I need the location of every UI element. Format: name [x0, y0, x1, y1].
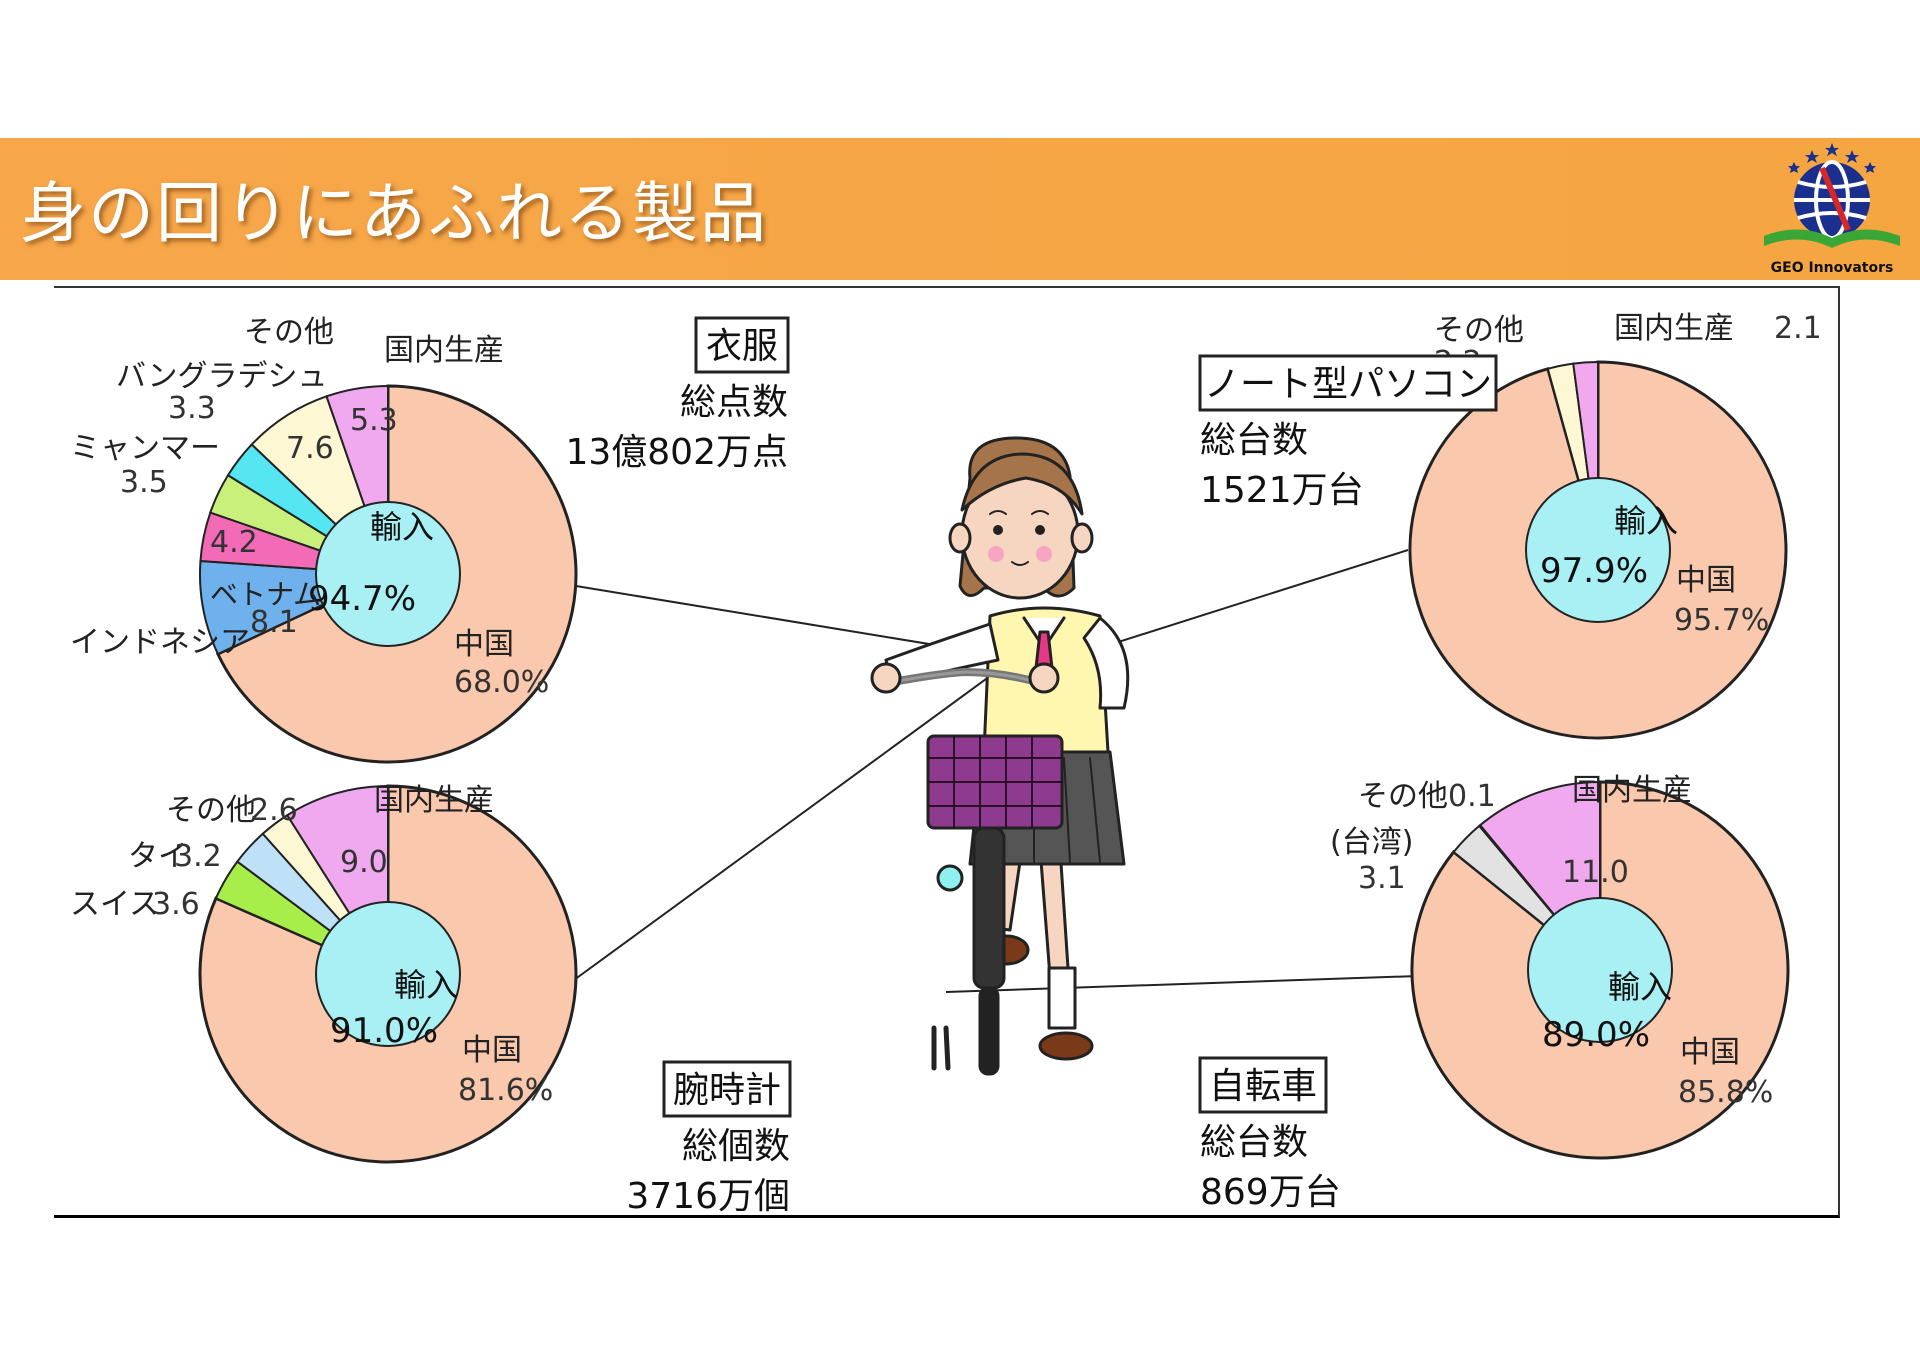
slice-value-label: 2.6 — [250, 793, 298, 828]
inner-label: 輸入 — [394, 966, 458, 1004]
slice-label: その他 — [1358, 779, 1448, 814]
total-label: 総台数 — [1200, 1122, 1308, 1163]
slice-label: 国内生産 — [384, 333, 504, 368]
slice-value-label: 4.2 — [210, 525, 258, 560]
product-title: 自転車 — [1209, 1066, 1317, 1107]
slice-label: 中国 — [1676, 563, 1736, 598]
total-value: 3716万個 — [626, 1176, 790, 1217]
slice-label: 中国 — [462, 1033, 522, 1068]
product-title: 衣服 — [706, 326, 778, 367]
inner-label: 輸入 — [1608, 968, 1672, 1006]
total-label: 総台数 — [1200, 420, 1308, 461]
pie-charts: 輸入94.7%中国68.0%ベトナム8.14.2インドネシアミャンマー3.5バン… — [70, 311, 1822, 1217]
slice-label: 中国 — [1680, 1035, 1740, 1070]
slice-value-label: 2.1 — [1774, 311, 1822, 346]
slice-value-label: 81.6% — [458, 1073, 553, 1108]
slice-label: タイ — [128, 839, 188, 874]
inner-value: 94.7% — [308, 579, 416, 619]
slice-value-label: 11.0 — [1562, 855, 1629, 890]
inner-label: 輸入 — [1614, 502, 1678, 540]
inner-label: 輸入 — [370, 508, 434, 546]
total-label: 総個数 — [682, 1126, 790, 1167]
slice-label: インドネシア — [70, 625, 250, 660]
slice-label: (台湾) — [1330, 825, 1413, 860]
slice-label: その他 — [1434, 313, 1524, 348]
pie-chart-2: 輸入97.9%中国95.7%その他2.2国内生産2.1ノート型パソコン総台数15… — [1198, 311, 1822, 740]
slice-label: 国内生産 — [1614, 311, 1734, 346]
slice-value-label: 68.0% — [454, 665, 549, 700]
total-value: 13億802万点 — [565, 432, 788, 473]
inner-value: 97.9% — [1540, 551, 1648, 591]
slice-label: スイス — [70, 887, 159, 922]
slice-label: 国内生産 — [1572, 773, 1692, 808]
pie-inner-circle — [315, 501, 461, 647]
infographic-canvas: 輸入94.7%中国68.0%ベトナム8.14.2インドネシアミャンマー3.5バン… — [70, 311, 1822, 1217]
slide-title: 身の回りにあふれる製品 — [20, 175, 768, 252]
title-banner: 身の回りにあふれる製品 GEO Innovators — [0, 138, 1920, 280]
product-title: ノート型パソコン — [1204, 364, 1492, 405]
product-title-box — [1198, 1056, 1328, 1114]
slice-label: 中国 — [454, 627, 514, 662]
pie-inner-circle — [1527, 897, 1673, 1043]
slice-value-label: 5.3 — [350, 403, 398, 438]
slice-label: ベトナム — [210, 578, 321, 611]
slice-value-label: 95.7% — [1674, 603, 1769, 638]
inner-value: 89.0% — [1542, 1015, 1650, 1055]
total-value: 1521万台 — [1200, 470, 1364, 511]
geo-innovators-logo: GEO Innovators — [1752, 138, 1912, 280]
product-title-box — [1198, 354, 1498, 412]
slice-value-label: 3.5 — [120, 465, 168, 500]
slice-value-label: 8.1 — [250, 605, 298, 640]
slice-label: その他 — [244, 315, 334, 350]
slice-value-label: 3.2 — [174, 839, 222, 874]
slice-value-label: 3.1 — [1358, 861, 1406, 896]
product-title: 腕時計 — [673, 1070, 781, 1111]
slice-label: 国内生産 — [374, 783, 494, 818]
pie-inner-circle — [1525, 477, 1671, 623]
globe-icon — [1764, 143, 1900, 248]
slice-label: ミャンマー — [70, 431, 220, 466]
pie-inner-circle — [315, 901, 461, 1047]
slice-label: バングラデシュ — [116, 359, 328, 394]
slice-value-label: 85.8% — [1678, 1075, 1773, 1110]
inner-value: 91.0% — [330, 1011, 438, 1051]
slice-value-label: 9.0 — [340, 845, 388, 880]
total-label: 総点数 — [680, 382, 788, 423]
slice-value-label: 7.6 — [286, 431, 334, 466]
girl-with-bicycle-illustration — [870, 436, 1130, 1076]
product-title-box — [694, 316, 790, 374]
slice-label: その他 — [166, 793, 256, 828]
product-title-box — [662, 1060, 792, 1118]
slice-value-label: 0.1 — [1448, 779, 1496, 814]
slice-value-label: 3.6 — [152, 887, 200, 922]
slice-value-label: 3.3 — [168, 391, 216, 426]
total-value: 869万台 — [1200, 1172, 1341, 1213]
logo-text: GEO Innovators — [1770, 260, 1894, 276]
